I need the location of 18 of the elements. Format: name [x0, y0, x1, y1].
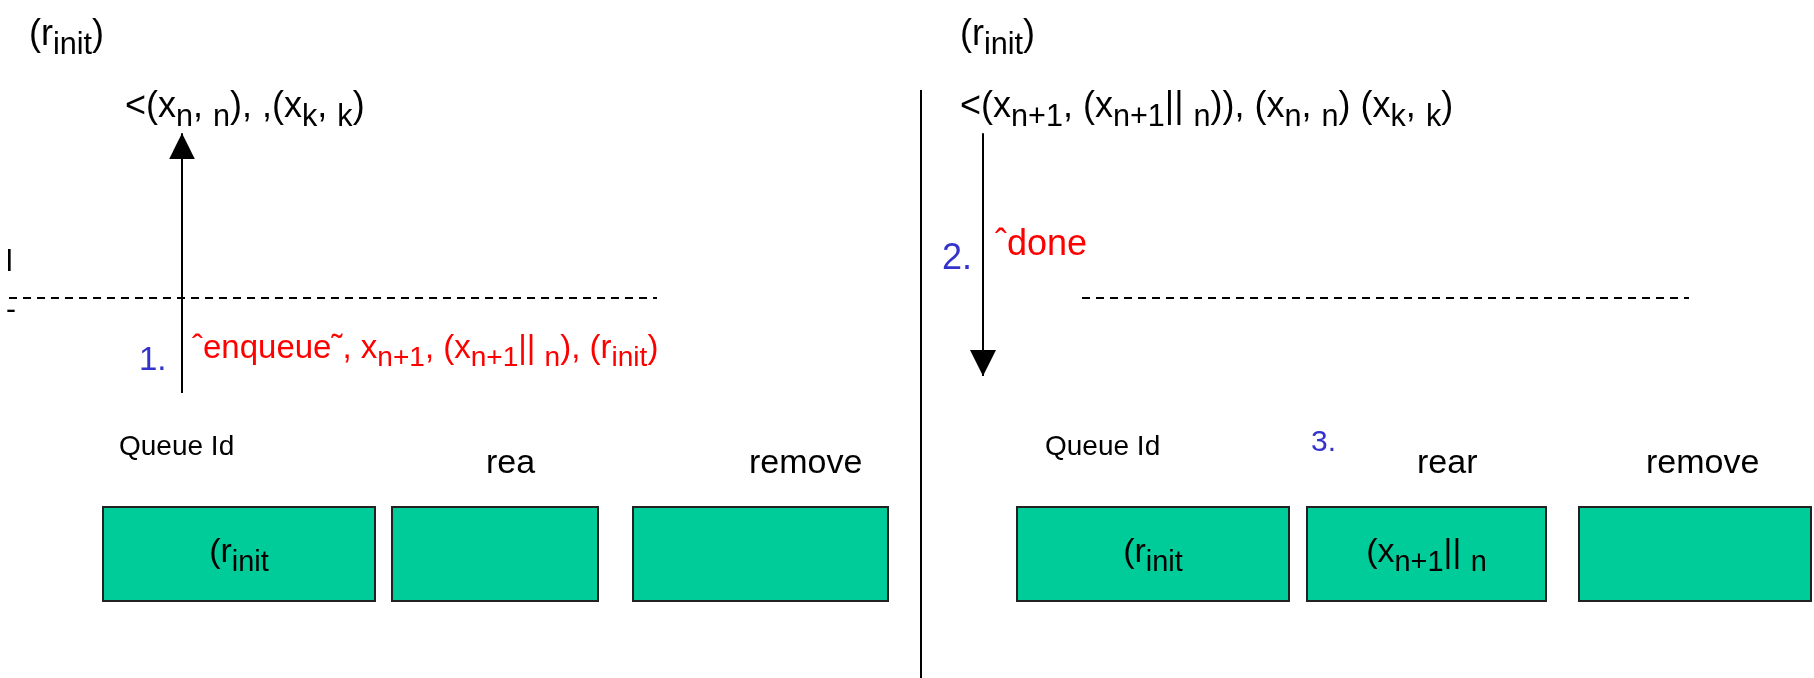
queue-field: (x$_{n+1}$|| $_{n}$	[1306, 506, 1547, 602]
stray-mark: l	[6, 244, 13, 279]
step-number: 2.	[942, 236, 973, 278]
queue-field: (r$_{init}$	[1016, 506, 1290, 602]
column-heading: Queue Id	[119, 430, 235, 463]
formula-text: (r$_{init}$)	[960, 12, 1036, 62]
step-number: 1.	[139, 340, 167, 378]
column-heading: remove	[1646, 442, 1760, 482]
column-heading: Queue Id	[1045, 430, 1161, 463]
column-heading: remove	[749, 442, 863, 482]
formula-text: (r$_{init}$)	[29, 12, 105, 62]
formula-text: <(x$_{n+1}$, (x$_{n+1}$|| $_{n}$)), (x$_{n}$, $_{n}$) (x$_{k}$, $_{k}$)	[960, 84, 1454, 134]
step-number: 3.	[1311, 424, 1337, 459]
stray-mark: -	[6, 292, 16, 327]
formula-text: <(x$_{n}$, $_{n}$), ,(x$_{k}$, $_{k}$)	[125, 84, 365, 134]
column-heading: rear	[1417, 442, 1478, 482]
column-heading: rea	[486, 442, 536, 482]
queue-field: (r$_{init}$	[102, 506, 376, 602]
